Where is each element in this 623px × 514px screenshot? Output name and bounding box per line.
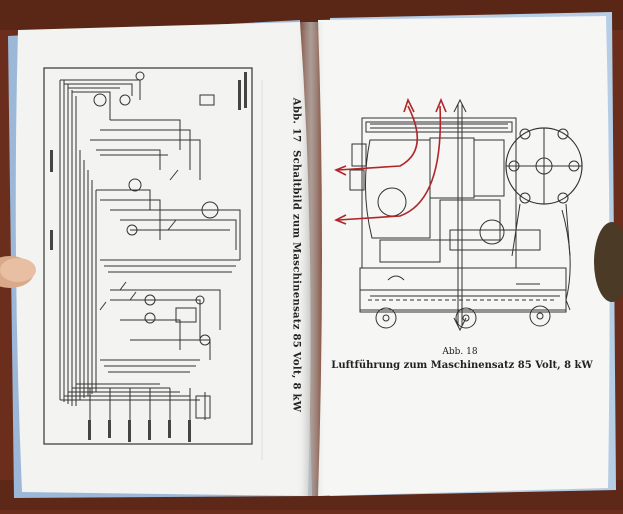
airflow-arrows xyxy=(334,97,447,225)
left-figure-caption: Abb. 17 Schaltbild zum Maschinensatz 85 … xyxy=(291,98,302,412)
left-figure-number: Abb. 17 xyxy=(290,97,302,143)
right-figure-number: Abb. 18 xyxy=(442,347,478,357)
hand-right xyxy=(594,222,623,302)
airflow-diagram xyxy=(349,98,583,332)
right-page xyxy=(318,16,610,496)
wiring-labels xyxy=(50,72,247,442)
left-figure-title: Schaltbild zum Maschinensatz 85 Volt, 8 … xyxy=(290,150,302,413)
right-figure-title: Luftführung zum Maschinensatz 85 Volt, 8… xyxy=(331,360,593,371)
wiring-diagram xyxy=(43,67,253,445)
left-page xyxy=(15,22,311,496)
